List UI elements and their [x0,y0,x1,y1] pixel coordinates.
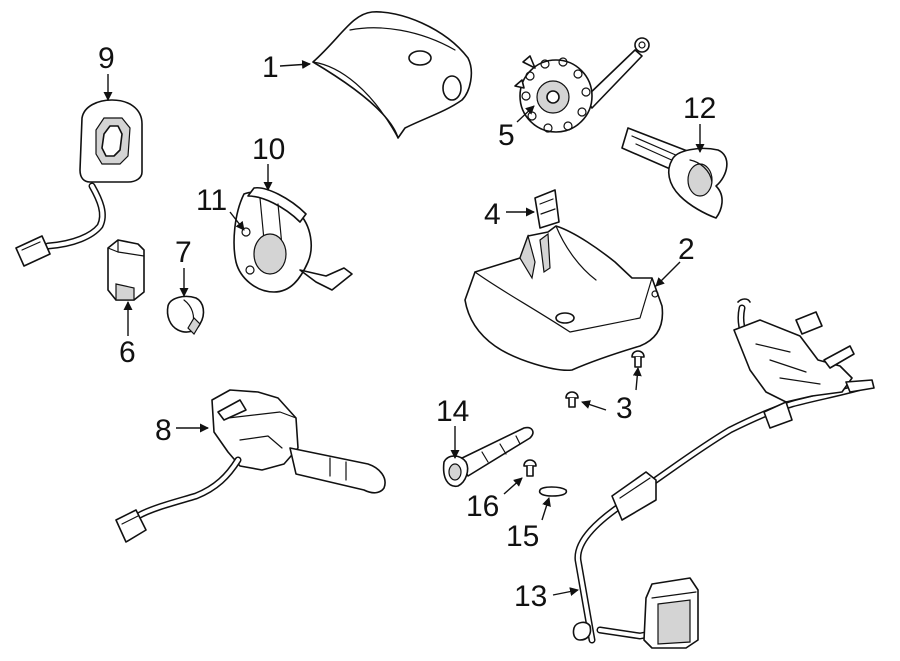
callout-10: 10 [252,133,285,166]
ignition-switch [514,37,650,133]
leader-arrows [103,60,705,596]
lower-shroud [464,225,664,371]
clip [534,189,560,229]
callout-12: 12 [683,92,716,125]
leader-15 [541,497,551,521]
leader-5 [516,105,535,123]
callout-9: 9 [98,42,115,75]
multifunction-switch [115,389,386,543]
screws [565,350,645,408]
clock-spring [15,99,143,267]
leader-13 [552,587,579,596]
callout-8: 8 [155,414,172,447]
callout-16: 16 [466,490,499,523]
callout-14: 14 [436,395,469,428]
pin [538,486,568,497]
callout-11: 11 [196,184,227,217]
callout-7: 7 [175,236,192,269]
screw-16 [523,459,537,477]
module [107,239,145,301]
leader-1 [279,60,311,70]
callout-15: 15 [506,520,539,553]
callout-labels: 1 2 3 4 5 6 7 8 9 10 11 12 13 14 15 16 [98,42,716,613]
leader-3a [581,400,607,411]
callout-2: 2 [678,233,695,266]
callout-6: 6 [119,336,136,369]
cap [166,295,205,335]
small-lever [442,426,534,487]
turn-signal-cam [621,127,728,219]
callout-1: 1 [262,51,279,84]
leader-11 [229,211,245,231]
callout-3: 3 [616,392,633,425]
upper-shroud [312,11,473,139]
callout-5: 5 [498,119,515,152]
leader-2 [655,261,681,287]
leader-3b [632,367,642,391]
leader-16 [503,477,523,495]
bracket-assembly [233,187,353,293]
callout-4: 4 [484,198,501,231]
wiring-harness [572,298,875,649]
callout-13: 13 [514,580,547,613]
